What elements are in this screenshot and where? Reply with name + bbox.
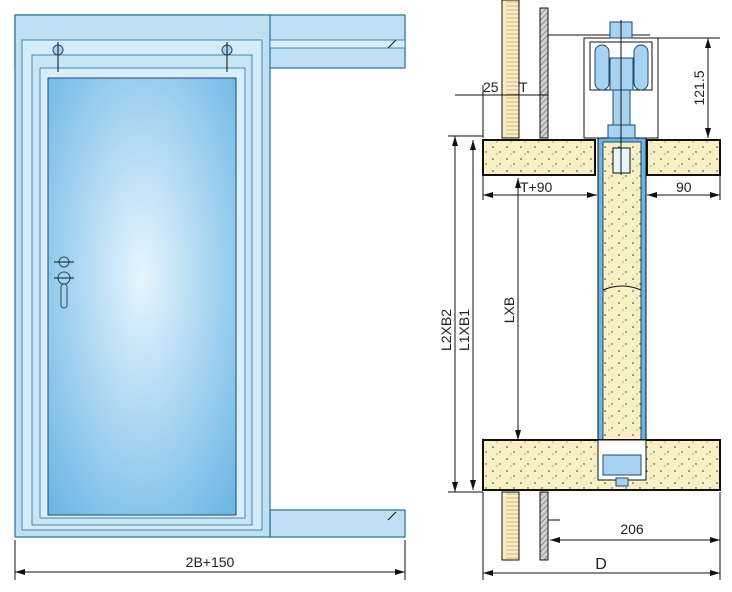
dimension-width: 2B+150 [14, 540, 406, 580]
wall-plate-bottom [539, 491, 549, 561]
dimension-hanger: 121.5 [658, 37, 720, 138]
dimension-heights: L2XB2 L1XB1 LXB [438, 135, 521, 493]
right-slab-label: 90 [676, 179, 692, 195]
wall-insulation-top [501, 0, 520, 139]
thickness-label: T [519, 79, 528, 95]
track-label: 206 [620, 521, 644, 537]
wall-plate-top [539, 7, 549, 139]
bottom-track [269, 509, 406, 538]
frame-height-label: L1XB1 [456, 309, 472, 351]
dimension-depth: 206 D [482, 492, 721, 580]
width-label: 2B+150 [186, 554, 235, 570]
hanger-right [221, 42, 233, 72]
left-slab-label: T+90 [520, 179, 553, 195]
depth-label: D [595, 556, 607, 573]
door-section: 25 T 121.5 T+90 90 L2XB2 L1XB1 LXB [438, 0, 721, 580]
wall-offset-label: 25 [483, 79, 499, 95]
dimension-slabs: T+90 90 [482, 175, 721, 200]
wall-insulation-bottom [501, 491, 520, 561]
outer-height-label: L2XB2 [438, 309, 454, 351]
hanger-left [52, 42, 64, 72]
door-height-label: LXB [501, 297, 517, 323]
handle-lock [54, 256, 74, 309]
bottom-guide [602, 454, 642, 476]
hanger-height-label: 121.5 [691, 70, 707, 105]
carriage [548, 20, 659, 175]
top-slab-right [646, 139, 721, 176]
dimension-wall: 25 T [455, 79, 548, 138]
glass-panel [47, 77, 237, 516]
top-slab-left [482, 139, 596, 176]
door-elevation: 2B+150 [14, 14, 406, 580]
